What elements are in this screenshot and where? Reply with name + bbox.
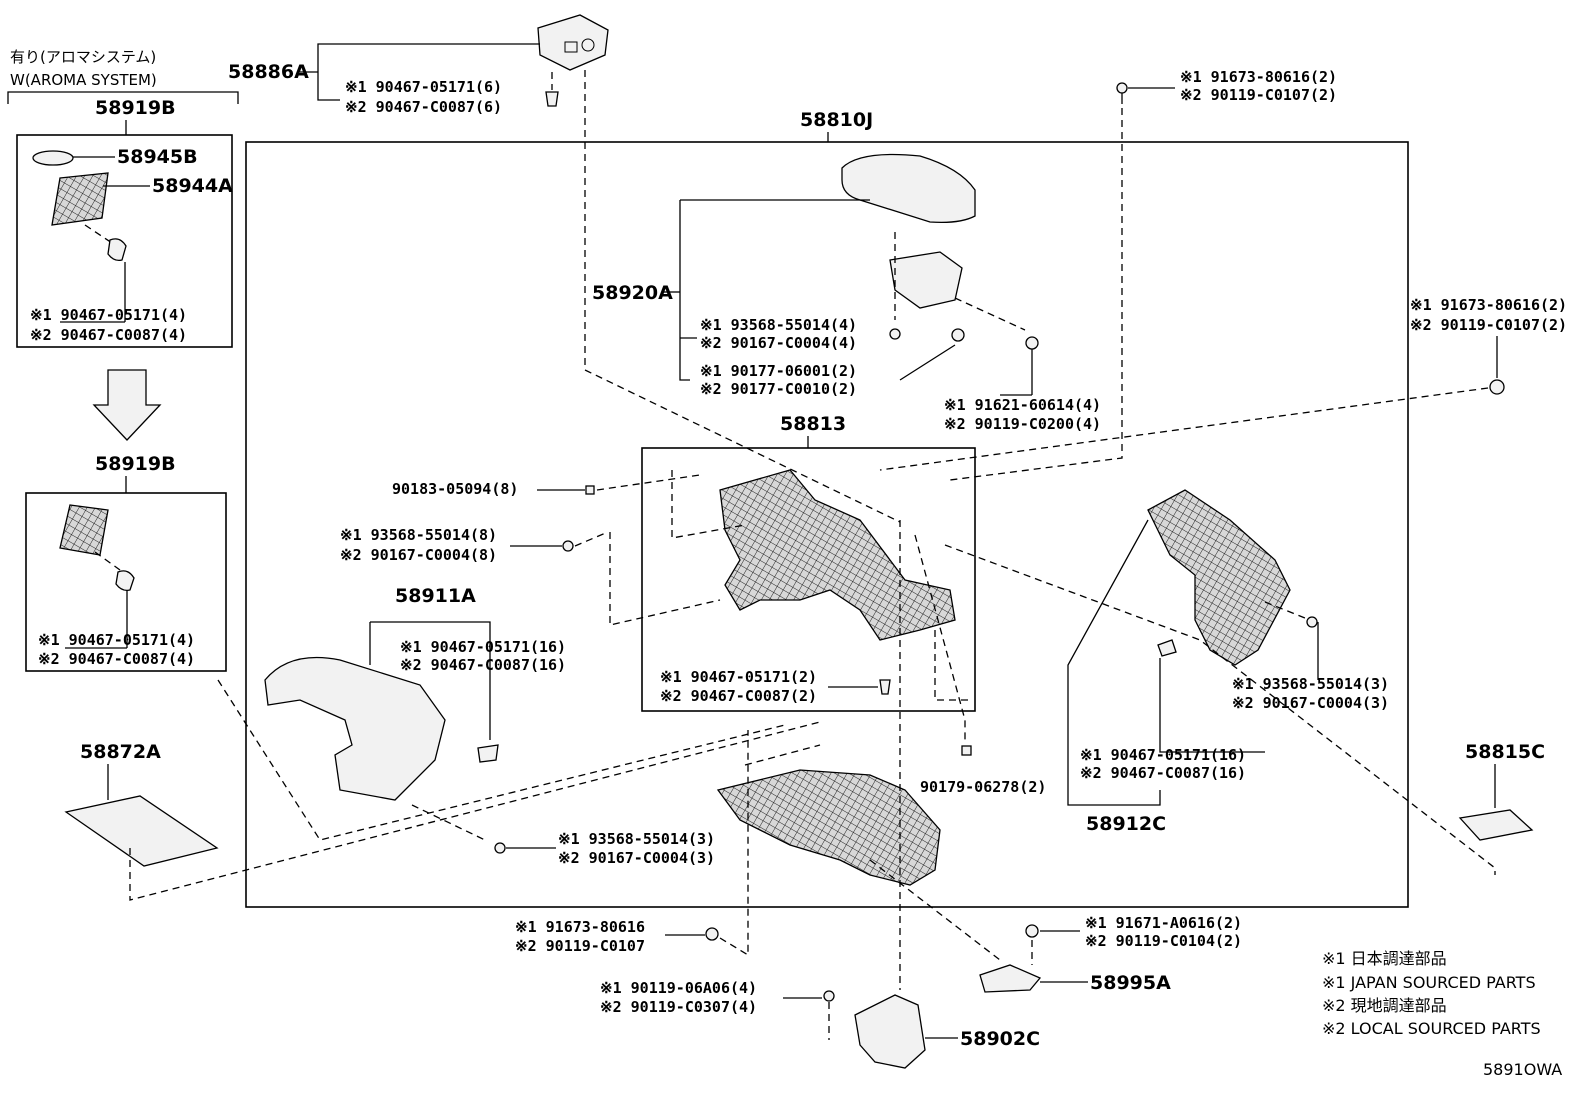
diagram-id: 5891OWA [1483, 1060, 1562, 1079]
fastener-bottom-a1: ※1 91673-80616 [515, 918, 645, 936]
fastener-lid-c1: ※1 91621-60614(4) [944, 396, 1101, 414]
fastener-58886A-1: ※1 90467-05171(6) [345, 78, 502, 96]
legend-line-1: ※1 日本調達部品 [1322, 949, 1447, 968]
fastener-912c-2: ※2 90467-C0087(16) [1080, 764, 1246, 782]
clip-icon-4 [879, 679, 891, 695]
fastener-low-2: ※2 90167-C0004(3) [558, 849, 715, 867]
fastener-topright-2: ※2 90119-C0107(2) [1180, 86, 1337, 104]
part-58944A-grille [51, 172, 109, 226]
callout-58815C: 58815C [1465, 741, 1545, 763]
part-58872A-mat [64, 795, 219, 867]
clip-icon [107, 238, 127, 262]
callout-58902C: 58902C [960, 1028, 1040, 1050]
part-lower-console-bracket [716, 769, 941, 886]
fastener-right-1: ※1 91673-80616(2) [1410, 296, 1567, 314]
callout-58945B: 58945B [117, 146, 198, 168]
fastener-90179: 90179-06278(2) [920, 778, 1046, 796]
fastener-912s-1: ※1 93568-55014(3) [1232, 675, 1389, 693]
fastener-lid-a1: ※1 93568-55014(4) [700, 316, 857, 334]
fastener-912c-1: ※1 90467-05171(16) [1080, 746, 1246, 764]
callout-58995A: 58995A [1090, 972, 1171, 994]
legend-line-4: ※2 LOCAL SOURCED PARTS [1322, 1019, 1541, 1038]
part-58902C-bracket [854, 994, 926, 1069]
callout-58886A: 58886A [228, 61, 309, 83]
fastener-813-1: ※1 90467-05171(2) [660, 668, 817, 686]
screw-icon-4 [1306, 616, 1318, 628]
fastener-911-2: ※2 90467-C0087(16) [400, 656, 566, 674]
callout-58919B-top: 58919B [95, 97, 176, 119]
fastener-902-2: ※2 90119-C0307(4) [600, 998, 757, 1016]
fastener-noaroma-2: ※2 90467-C0087(4) [38, 650, 195, 668]
main-assembly-box [245, 141, 1409, 908]
callout-58810J: 58810J [800, 109, 873, 131]
arrow-down-icon [92, 369, 162, 441]
screw-icon-3 [494, 842, 506, 854]
fastener-912s-2: ※2 90167-C0004(3) [1232, 694, 1389, 712]
aroma-jp-label: 有り(アロマシステム) [10, 48, 156, 66]
clip-icon-7 [961, 745, 972, 756]
legend-line-2: ※1 JAPAN SOURCED PARTS [1322, 973, 1536, 992]
fastener-lid-a2: ※2 90167-C0004(4) [700, 334, 857, 352]
fastener-noaroma-1: ※1 90467-05171(4) [38, 631, 195, 649]
fastener-aroma-1: ※1 90467-05171(4) [30, 306, 187, 324]
screw-icon-2 [562, 540, 574, 552]
fastener-813-2: ※2 90467-C0087(2) [660, 687, 817, 705]
bolt-icon-6 [823, 990, 835, 1002]
fastener-low-1: ※1 93568-55014(3) [558, 830, 715, 848]
part-58912C-side-cover [1147, 489, 1291, 666]
fastener-right-2: ※2 90119-C0107(2) [1410, 316, 1567, 334]
clip-icon-6 [477, 744, 499, 763]
part-58945B-ring [32, 150, 74, 166]
clip-icon-8 [1157, 639, 1177, 657]
bolt-icon-3 [1489, 379, 1505, 395]
clip-icon-2 [115, 570, 135, 592]
screw-icon [889, 328, 901, 340]
clip-icon-3 [545, 91, 559, 107]
part-58815C-pad [1458, 809, 1534, 841]
fastener-995-2: ※2 90119-C0104(2) [1085, 932, 1242, 950]
part-lid-hinge [889, 251, 963, 309]
no-aroma-assembly-box [25, 492, 227, 672]
bolt-icon-4 [705, 927, 719, 941]
aroma-assembly-box [16, 134, 233, 348]
part-58920A-armrest-lid [841, 153, 976, 224]
part-58813-bracket [719, 469, 956, 641]
fastener-left-a2: ※2 90167-C0004(8) [340, 546, 497, 564]
nut-icon [951, 328, 965, 342]
fastener-lid-c2: ※2 90119-C0200(4) [944, 415, 1101, 433]
fastener-bottom-a2: ※2 90119-C0107 [515, 937, 645, 955]
fastener-aroma-2: ※2 90467-C0087(4) [30, 326, 187, 344]
callout-58920A: 58920A [592, 282, 673, 304]
callout-58872A: 58872A [80, 741, 161, 763]
fastener-911-1: ※1 90467-05171(16) [400, 638, 566, 656]
legend-line-3: ※2 現地調達部品 [1322, 996, 1447, 1015]
clip-icon-5 [585, 485, 595, 495]
bolt-icon-5 [1025, 924, 1039, 938]
part-grille-plain [59, 504, 109, 556]
aroma-en-label: W(AROMA SYSTEM) [10, 71, 157, 89]
callout-58911A: 58911A [395, 585, 476, 607]
fastener-58886A-2: ※2 90467-C0087(6) [345, 98, 502, 116]
fastener-90183: 90183-05094(8) [392, 480, 518, 498]
callout-58944A: 58944A [152, 175, 233, 197]
part-58911A-side-cover [264, 656, 446, 801]
fastener-lid-b1: ※1 90177-06001(2) [700, 362, 857, 380]
bolt-icon-2 [1025, 336, 1039, 350]
fastener-lid-b2: ※2 90177-C0010(2) [700, 380, 857, 398]
fastener-left-a1: ※1 93568-55014(8) [340, 526, 497, 544]
callout-58813: 58813 [780, 413, 846, 435]
fastener-topright-1: ※1 91673-80616(2) [1180, 68, 1337, 86]
callout-58912C: 58912C [1086, 813, 1166, 835]
bolt-icon [1116, 82, 1128, 94]
callout-58919B-bottom: 58919B [95, 453, 176, 475]
fastener-902-1: ※1 90119-06A06(4) [600, 979, 757, 997]
part-58995A-bracket [979, 964, 1042, 993]
bracket-assembly-box [641, 447, 976, 712]
fastener-995-1: ※1 91671-A0616(2) [1085, 914, 1242, 932]
